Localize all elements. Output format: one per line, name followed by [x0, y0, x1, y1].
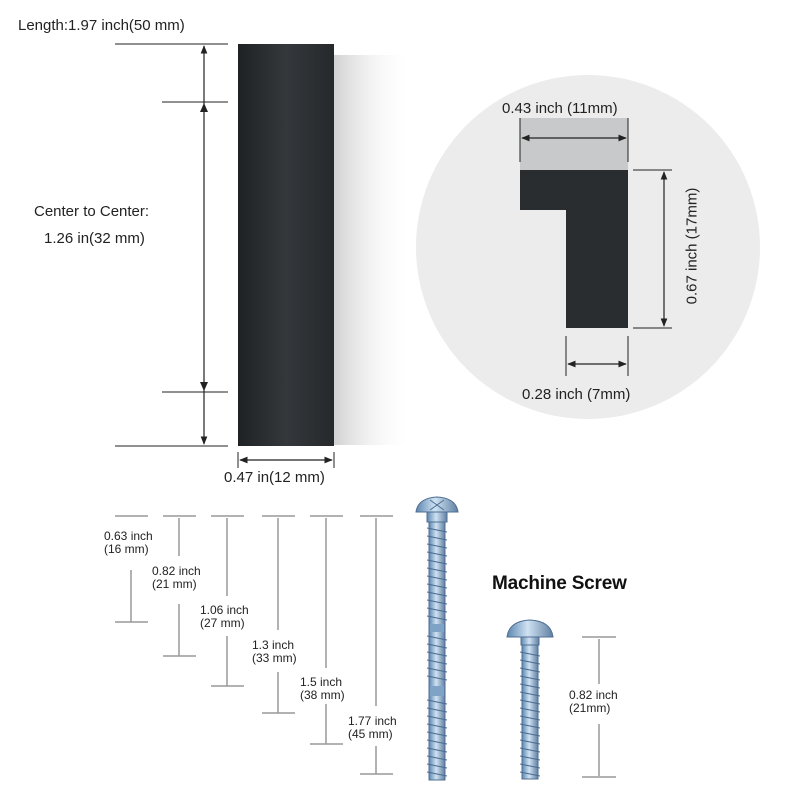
machine-screw: [506, 619, 554, 780]
screw-length-gauges: [115, 515, 393, 775]
screw-length-38: 1.5 inch(38 mm): [300, 675, 345, 702]
profile-height-label: 0.67 inch (17mm): [683, 187, 701, 305]
long-screw: [415, 496, 459, 781]
machine-screw-length: 0.82 inch(21mm): [569, 688, 618, 715]
machine-screw-gauge: [582, 636, 616, 778]
length-label: Length:1.97 inch(50 mm): [18, 17, 185, 34]
screw-length-16: 0.63 inch(16 mm): [104, 529, 153, 556]
screw-length-45: 1.77 inch(45 mm): [348, 714, 397, 741]
handle-body: [238, 44, 334, 446]
center-arrow-bottom: [200, 382, 208, 391]
profile-bottom-width-label: 0.28 inch (7mm): [522, 386, 631, 403]
screw-length-21: 0.82 inch(21 mm): [152, 564, 201, 591]
width-label: 0.47 in(12 mm): [224, 469, 325, 486]
screw-length-33: 1.3 inch(33 mm): [252, 638, 297, 665]
profile-shape: [520, 170, 628, 328]
profile-top-width-label: 0.43 inch (11mm): [502, 100, 618, 117]
profile-top-surface: [520, 118, 628, 170]
handle-shadow: [332, 55, 412, 445]
screw-length-27: 1.06 inch(27 mm): [200, 603, 249, 630]
machine-screw-title: Machine Screw: [492, 573, 627, 594]
center-label-line2: 1.26 in(32 mm): [44, 230, 145, 247]
center-arrow-top: [200, 103, 208, 112]
center-label-line1: Center to Center:: [34, 203, 150, 220]
